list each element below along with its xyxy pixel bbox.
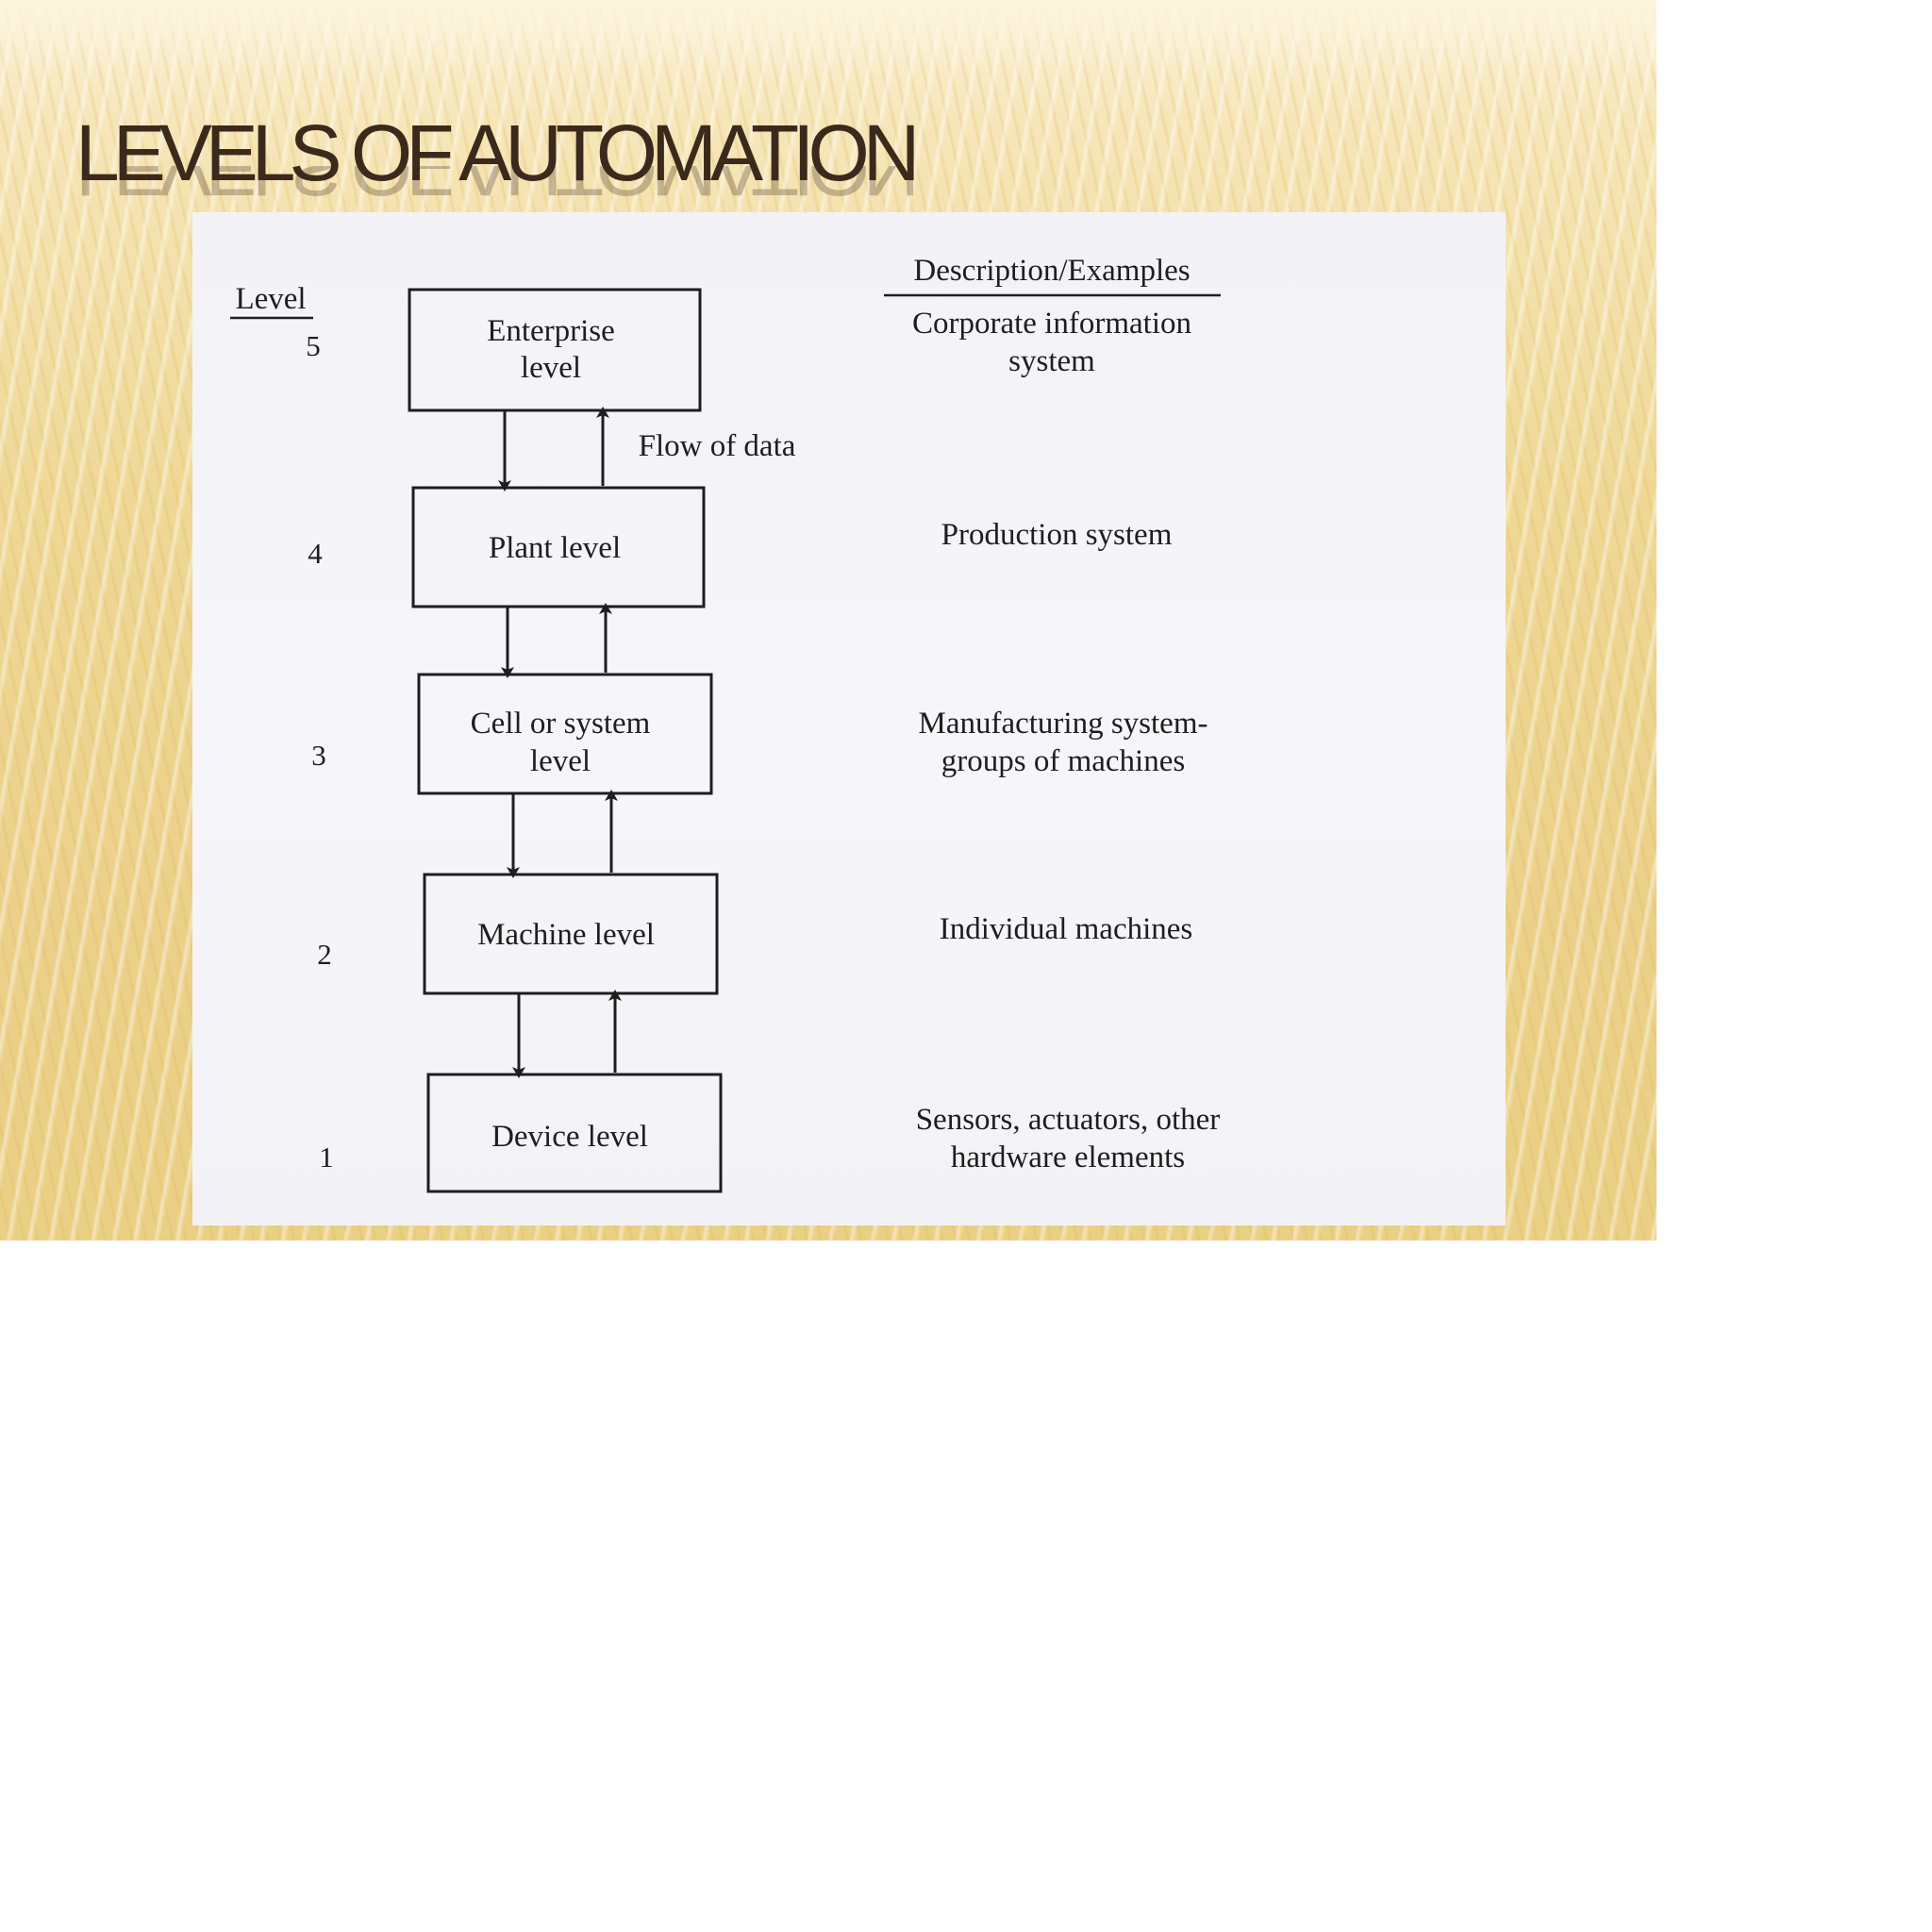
diagram-image-panel: Level Description/Examples 5 Enterprise … xyxy=(192,212,1506,1225)
description-5-line-1: Corporate information xyxy=(912,307,1191,341)
description-1-line-2: hardware elements xyxy=(951,1141,1185,1174)
level-box-enterprise xyxy=(408,288,702,412)
slide-top-glow xyxy=(0,0,1657,75)
level-number-3: 3 xyxy=(311,739,326,772)
description-column-header: Description/Examples xyxy=(913,254,1190,288)
level-number-5: 5 xyxy=(306,329,321,362)
automation-levels-diagram: Level Description/Examples 5 Enterprise … xyxy=(230,254,1221,1193)
flow-of-data-label: Flow of data xyxy=(639,429,796,463)
level-box-device xyxy=(426,1073,723,1193)
level-box-3-line-1: Cell or system xyxy=(471,707,651,741)
slide-title: LEVELS OF AUTOMATION xyxy=(75,108,920,197)
level-box-5-line-2: level xyxy=(521,351,581,385)
description-3-line-2: groups of machines xyxy=(941,744,1185,778)
level-number-1: 1 xyxy=(319,1141,334,1174)
level-box-1-line-1: Device level xyxy=(491,1120,648,1154)
description-2-line-1: Individual machines xyxy=(940,912,1193,946)
description-5-line-2: system xyxy=(1008,344,1095,378)
level-box-5-line-1: Enterprise xyxy=(487,314,615,348)
level-box-4-line-1: Plant level xyxy=(489,531,621,565)
level-column-header: Level xyxy=(235,282,306,316)
level-box-3-line-2: level xyxy=(530,744,591,778)
slide-title-reflection: LEVELS OF AUTOMATION xyxy=(75,166,913,208)
level-box-2-line-1: Machine level xyxy=(477,918,655,952)
description-1-line-1: Sensors, actuators, other xyxy=(916,1103,1221,1137)
level-number-2: 2 xyxy=(317,938,332,971)
level-box-cell xyxy=(417,673,713,795)
level-box-machine xyxy=(423,873,719,995)
description-4-line-1: Production system xyxy=(941,518,1173,552)
slide-background: LEVELS OF AUTOMATION LEVELS OF AUTOMATIO… xyxy=(0,0,1657,1241)
level-box-plant xyxy=(411,486,706,608)
level-number-4: 4 xyxy=(308,537,323,570)
description-3-line-1: Manufacturing system- xyxy=(918,707,1208,741)
